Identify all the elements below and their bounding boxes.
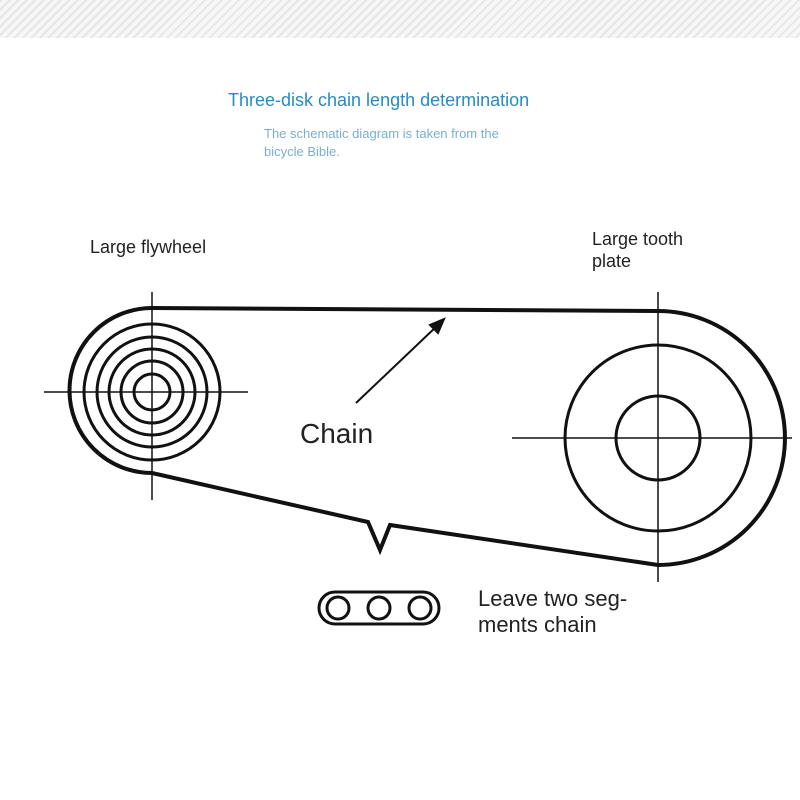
diagram-subtitle: The schematic diagram is taken from the … xyxy=(264,126,499,159)
chain-segment-icon xyxy=(317,590,441,626)
label-chain: Chain xyxy=(300,418,374,449)
diagram-title: Three-disk chain length determination xyxy=(228,90,530,110)
chain-pointer-arrow xyxy=(355,317,446,404)
label-large-flywheel: Large flywheel xyxy=(90,237,207,257)
label-leave-two-segments: Leave two seg- ments chain xyxy=(478,586,628,637)
top-hatch-band xyxy=(0,0,800,38)
center-lines xyxy=(44,292,792,582)
label-large-tooth-plate: Large tooth plate xyxy=(592,229,684,271)
